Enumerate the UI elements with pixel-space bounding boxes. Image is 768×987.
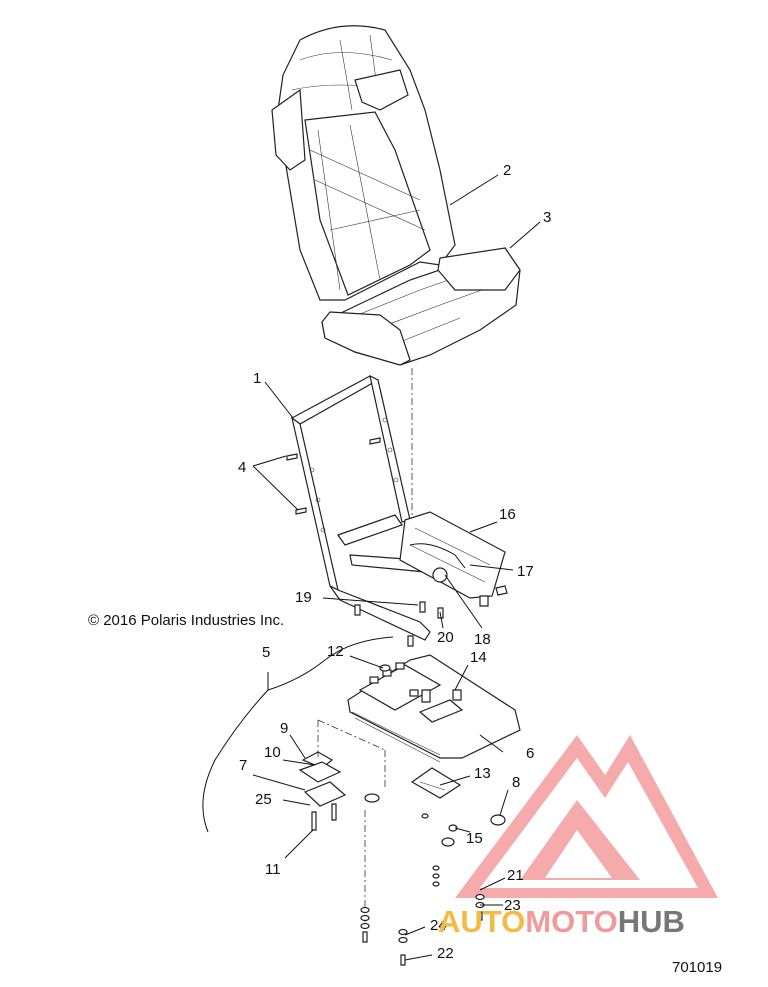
callout-21: 21 [507,867,524,884]
callout-25: 25 [255,791,272,808]
callout-16: 16 [499,506,516,523]
callout-19: 19 [295,589,312,606]
watermark-text: AUTOMOTOHUB [438,904,685,939]
watermark-logo [455,735,718,898]
callout-11: 11 [265,861,281,878]
watermark-auto: AUTO [438,904,525,939]
callout-8: 8 [512,774,520,791]
callout-1: 1 [253,370,261,387]
callout-7: 7 [239,757,247,774]
callout-2: 2 [503,162,511,179]
seat-assembly [271,25,521,560]
seat-base [347,654,521,763]
callout-23: 23 [504,897,521,914]
callout-18: 18 [474,631,491,648]
callout-10: 10 [264,744,281,761]
callout-6: 6 [526,745,534,762]
figure-number: 701019 [672,959,722,976]
leader-lines [202,174,541,961]
callout-24: 24 [430,917,447,934]
callout-labels: 1 2 3 4 5 6 7 8 9 10 11 12 13 14 15 16 1… [238,162,551,962]
callout-4: 4 [238,459,246,476]
watermark-hub: HUB [618,904,685,939]
seat-frame [286,374,431,641]
callout-20: 20 [437,629,454,646]
callout-12: 12 [327,643,344,660]
callout-17: 17 [517,563,534,580]
callout-14: 14 [470,649,487,666]
callout-22: 22 [437,945,454,962]
callout-3: 3 [543,209,551,226]
watermark-moto: MOTO [525,904,617,939]
callout-5: 5 [262,644,270,661]
callout-15: 15 [466,830,483,847]
copyright-notice: © 2016 Polaris Industries Inc. [88,612,284,629]
callout-13: 13 [474,765,491,782]
latch-bracket [298,719,386,831]
callout-9: 9 [280,720,288,737]
slider-plate [399,511,508,607]
